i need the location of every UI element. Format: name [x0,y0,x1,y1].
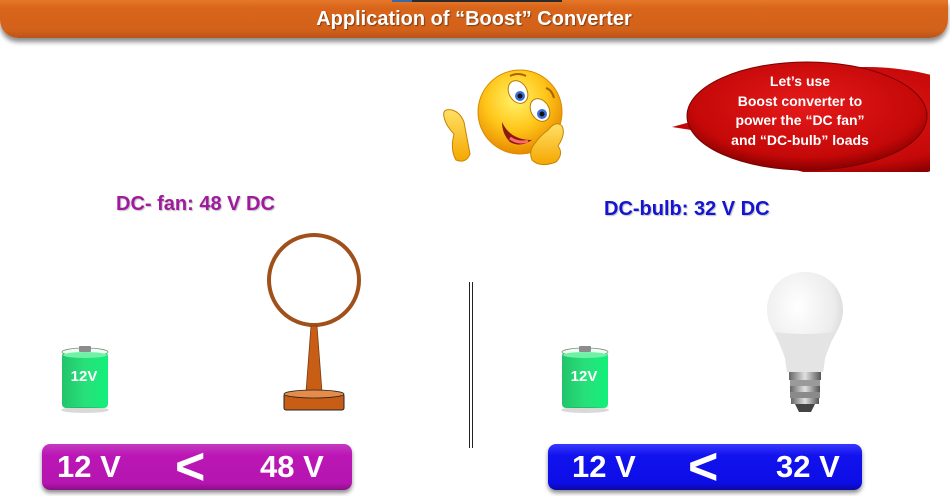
speech-bubble [672,61,930,172]
battery-12v-left: 12V [59,344,111,414]
bulb-voltage-comparison: 12 V < 32 V [548,438,862,496]
bulb-load-label: DC-bulb: 32 V DC [604,198,770,220]
battery-voltage-label: 12V [570,368,598,385]
less-than-symbol: < [175,438,206,496]
page-title: Application of “Boost” Converter [316,7,632,30]
dc-fan-icon [267,233,361,411]
bubble-line: Let’s use [769,73,831,89]
less-than-symbol: < [688,438,719,496]
battery-icon [61,346,109,413]
output-voltage: 48 V [260,449,324,484]
battery-12v-right: 12V [559,344,611,414]
bubble-line: power the “DC fan” [735,112,865,128]
section-divider [469,282,473,448]
thinking-emoji-icon [443,69,564,166]
battery-voltage-label: 12V [70,368,98,385]
fan-load-label: DC- fan: 48 V DC [116,193,275,215]
bubble-line: Boost converter to [737,92,863,109]
input-voltage: 12 V [572,449,636,484]
led-bulb-icon [767,272,843,412]
input-voltage: 12 V [57,449,121,484]
battery-icon [561,346,609,413]
title-bar: Application of “Boost” Converter [0,0,948,38]
speech-bubble-text: Let’s use Boost converter to power the “… [690,72,910,150]
title-notch-accent [392,0,412,2]
output-voltage: 32 V [776,449,840,484]
fan-voltage-comparison: 12 V < 48 V [42,438,352,496]
title-notch [392,0,562,2]
bubble-line: and “DC-bulb” loads [731,131,869,148]
